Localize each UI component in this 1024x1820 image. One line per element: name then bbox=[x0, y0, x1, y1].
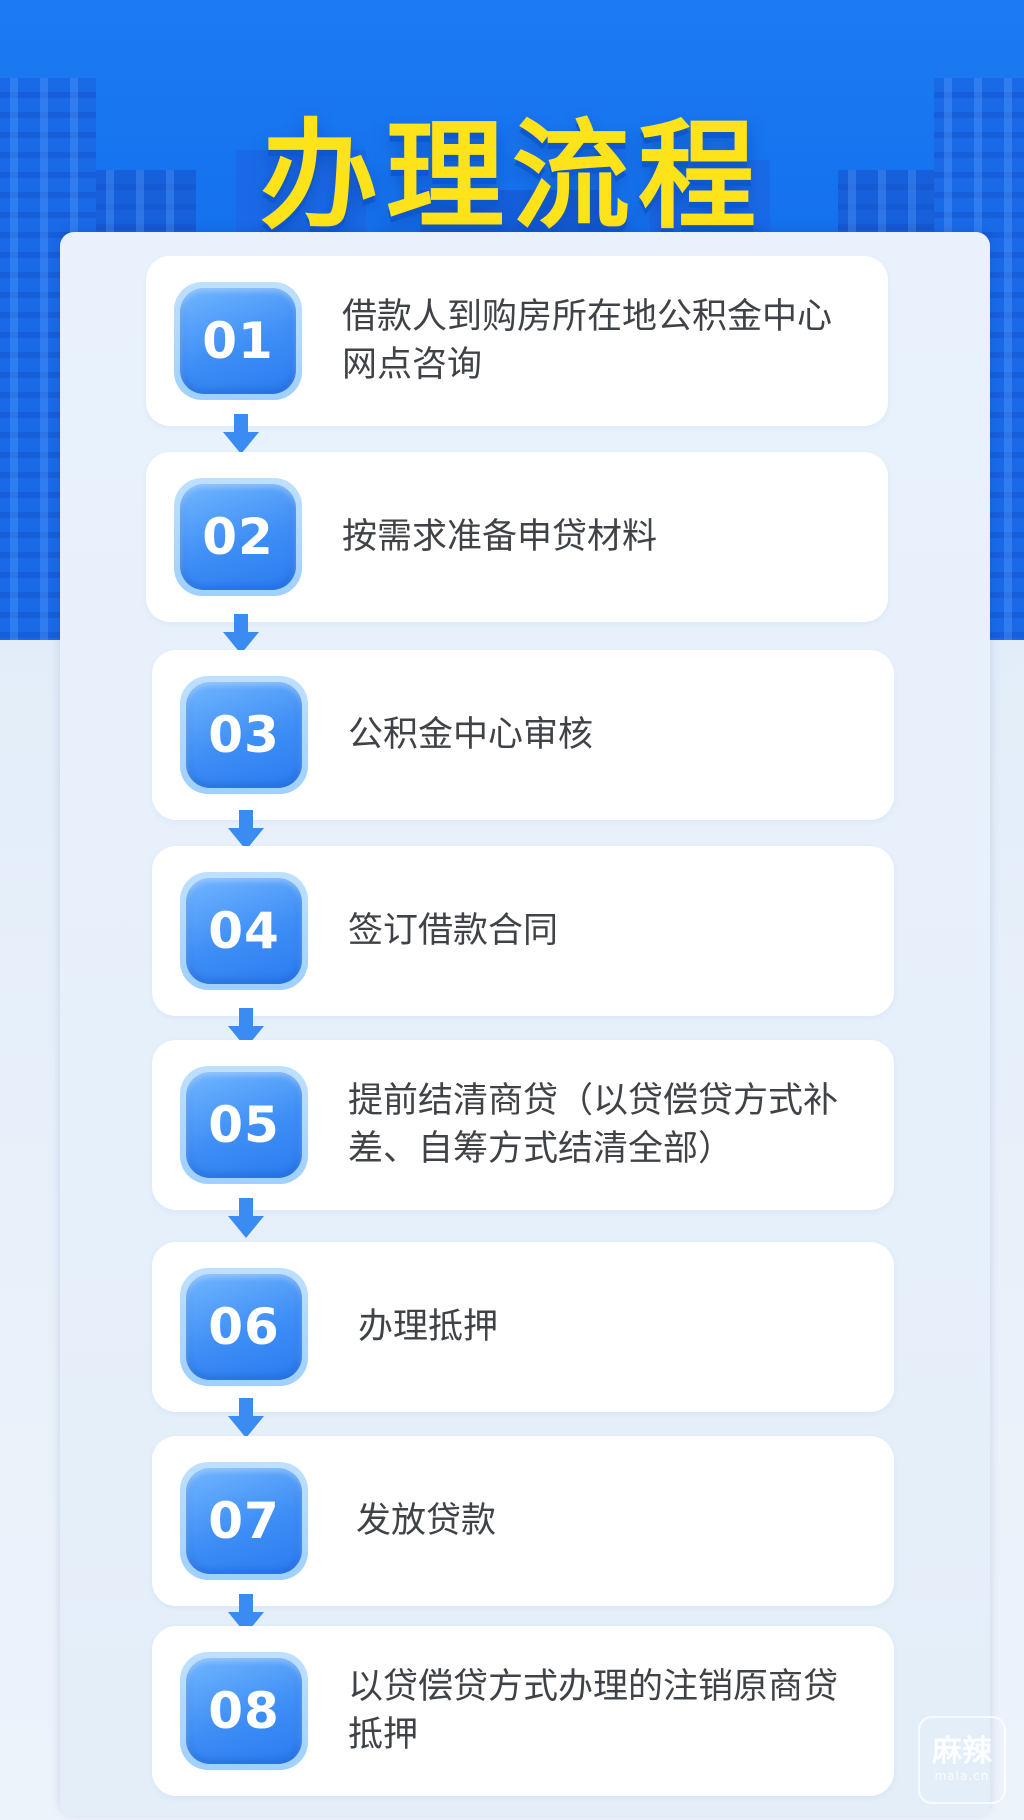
step-card-02: 02 按需求准备申贷材料 bbox=[146, 452, 888, 622]
step-text: 借款人到购房所在地公积金中心网点咨询 bbox=[342, 297, 833, 385]
step-text: 以贷偿贷方式办理的注销原商贷抵押 bbox=[348, 1667, 839, 1755]
step-card-03: 03 公积金中心审核 bbox=[152, 650, 894, 820]
down-arrow-icon bbox=[228, 1008, 264, 1048]
step-number-badge: 08 bbox=[180, 1652, 308, 1770]
step-card-07: 07 发放贷款 bbox=[152, 1436, 894, 1606]
step-card-01: 01 借款人到购房所在地公积金中心网点咨询 bbox=[146, 256, 888, 426]
step-number: 03 bbox=[186, 682, 302, 788]
step-text: 提前结清商贷（以贷偿贷方式补差、自筹方式结清全部） bbox=[348, 1081, 839, 1169]
watermark-logo: 麻辣 mala.cn bbox=[918, 1716, 1006, 1804]
step-card-08: 08 以贷偿贷方式办理的注销原商贷抵押 bbox=[152, 1626, 894, 1796]
down-arrow-icon bbox=[223, 614, 259, 654]
step-card-06: 06 办理抵押 bbox=[152, 1242, 894, 1412]
watermark-text: 麻辣 bbox=[932, 1734, 992, 1769]
step-number: 02 bbox=[180, 484, 296, 590]
step-number: 06 bbox=[186, 1274, 302, 1380]
step-number: 07 bbox=[186, 1468, 302, 1574]
down-arrow-icon bbox=[228, 1198, 264, 1238]
down-arrow-icon bbox=[228, 1398, 264, 1438]
step-text: 公积金中心审核 bbox=[348, 715, 594, 755]
page-title: 办理流程 bbox=[259, 107, 764, 245]
step-number: 08 bbox=[186, 1658, 302, 1764]
watermark-subtext: mala.cn bbox=[934, 1769, 990, 1783]
step-number: 01 bbox=[180, 288, 296, 394]
step-card-05: 05 提前结清商贷（以贷偿贷方式补差、自筹方式结清全部） bbox=[152, 1040, 894, 1210]
step-text: 按需求准备申贷材料 bbox=[342, 517, 658, 557]
down-arrow-icon bbox=[228, 1594, 264, 1634]
step-number: 05 bbox=[186, 1072, 302, 1178]
step-number-badge: 04 bbox=[180, 872, 308, 990]
step-number-badge: 02 bbox=[174, 478, 302, 596]
step-card-04: 04 签订借款合同 bbox=[152, 846, 894, 1016]
step-text: 发放贷款 bbox=[356, 1501, 497, 1541]
step-number-badge: 03 bbox=[180, 676, 308, 794]
step-text: 办理抵押 bbox=[358, 1307, 499, 1347]
step-text: 签订借款合同 bbox=[348, 911, 559, 951]
down-arrow-icon bbox=[228, 810, 264, 850]
down-arrow-icon bbox=[223, 414, 259, 454]
step-number: 04 bbox=[186, 878, 302, 984]
step-number-badge: 05 bbox=[180, 1066, 308, 1184]
step-number-badge: 01 bbox=[174, 282, 302, 400]
step-number-badge: 06 bbox=[180, 1268, 308, 1386]
step-number-badge: 07 bbox=[180, 1462, 308, 1580]
